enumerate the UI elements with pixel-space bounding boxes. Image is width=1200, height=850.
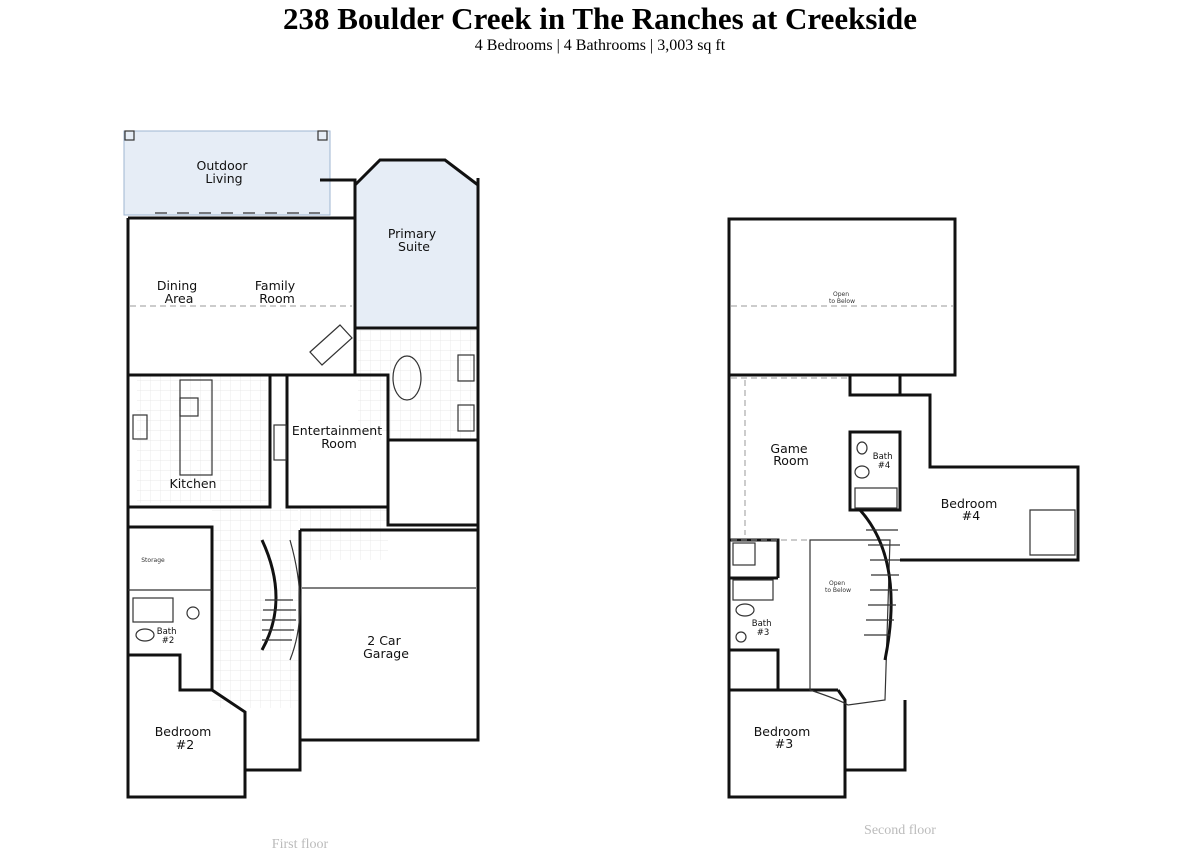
- kitchen-floor: [137, 375, 267, 503]
- fireplace: [309, 324, 353, 366]
- sink: [132, 414, 148, 440]
- west-wall: [126, 218, 247, 799]
- kitchen-label: Kitchen: [170, 476, 217, 491]
- stair-void: [809, 539, 891, 706]
- second-floor-caption: Second floor: [864, 823, 936, 838]
- outdoor-living-area[interactable]: [123, 130, 331, 216]
- page-subtitle: 4 Bedrooms | 4 Bathrooms | 3,003 sq ft: [474, 37, 726, 54]
- dining-area-label: Dining Area: [157, 278, 201, 306]
- storage-label: Storage: [141, 557, 165, 564]
- stair-curve-2: [858, 508, 893, 661]
- utility-floor: [300, 508, 388, 560]
- tub-bath2: [132, 597, 174, 623]
- page-header: 238 Boulder Creek in The Ranches at Cree…: [0, 0, 1200, 56]
- shower: [732, 542, 756, 566]
- cabinet: [273, 424, 287, 461]
- tub-bath3: [732, 579, 774, 601]
- bath3-north-walls: [729, 538, 780, 580]
- tub-bath4: [854, 487, 898, 509]
- stair-outer-curve: [289, 539, 301, 661]
- sink-bath3: [735, 631, 747, 643]
- bay-window-wall: [353, 158, 479, 187]
- column-marker: [317, 130, 328, 141]
- first-floor-caption: First floor: [272, 837, 329, 850]
- vanity: [457, 354, 475, 382]
- vanity: [457, 404, 475, 432]
- stair-treads: [262, 599, 296, 641]
- open-below-stair-label: Open to Below: [825, 580, 851, 594]
- game-room-label: Game Room: [770, 441, 811, 468]
- primary-bath-floor: [358, 330, 476, 440]
- toilet: [135, 628, 155, 642]
- column-marker: [124, 130, 135, 141]
- garage-label: 2 Car Garage: [363, 633, 409, 661]
- foyer-floor: [212, 508, 298, 708]
- sink-bath4: [856, 441, 868, 455]
- bedroom2-label: Bedroom #2: [155, 724, 216, 752]
- family-room-wall: [128, 216, 357, 375]
- bath2-label: Bath #2: [157, 627, 179, 646]
- bathtub: [392, 355, 422, 401]
- bath2-sink: [186, 606, 200, 620]
- toilet-bath4: [854, 465, 870, 479]
- east-wing-wall: [848, 375, 1080, 562]
- bedroom4-label: Bedroom #4: [941, 496, 1002, 523]
- kitchen-east-wall: [128, 375, 272, 509]
- bath4-label: Bath #4: [873, 452, 895, 471]
- bath3-south-walls: [729, 648, 838, 692]
- family-room-label: Family Room: [255, 278, 299, 306]
- west-wall-2: [727, 375, 907, 799]
- bath4-walls: [848, 430, 902, 512]
- primary-suite-label: Primary Suite: [388, 226, 440, 254]
- entry-wall: [320, 178, 357, 218]
- open-to-below-area[interactable]: [727, 217, 957, 377]
- bedroom4-closet: [1029, 509, 1076, 556]
- entertainment-room-label: Entertainment Room: [292, 423, 386, 451]
- bath2-walls: [128, 525, 214, 690]
- outdoor-living-label: Outdoor Living: [196, 158, 251, 186]
- first-floor-plan[interactable]: Outdoor Living Primary Suite Dining Area…: [123, 130, 480, 799]
- cooktop: [179, 397, 199, 417]
- stair-inner-curve: [260, 539, 278, 651]
- second-floor-plan[interactable]: Open to Below Game Room Bath #4 Bedroom …: [727, 217, 1080, 799]
- open-below-top-label: Open to Below: [829, 291, 855, 305]
- stair-treads-2: [864, 529, 900, 636]
- toilet-bath3: [735, 603, 755, 617]
- kitchen-island: [179, 379, 213, 476]
- closet-walls: [386, 438, 478, 527]
- bedroom3-label: Bedroom #3: [754, 724, 815, 751]
- bath3-label: Bath #3: [752, 619, 774, 638]
- page-title: 238 Boulder Creek in The Ranches at Cree…: [282, 1, 918, 36]
- garage-walls: [298, 528, 478, 740]
- bedroom3-east-wall: [836, 689, 847, 770]
